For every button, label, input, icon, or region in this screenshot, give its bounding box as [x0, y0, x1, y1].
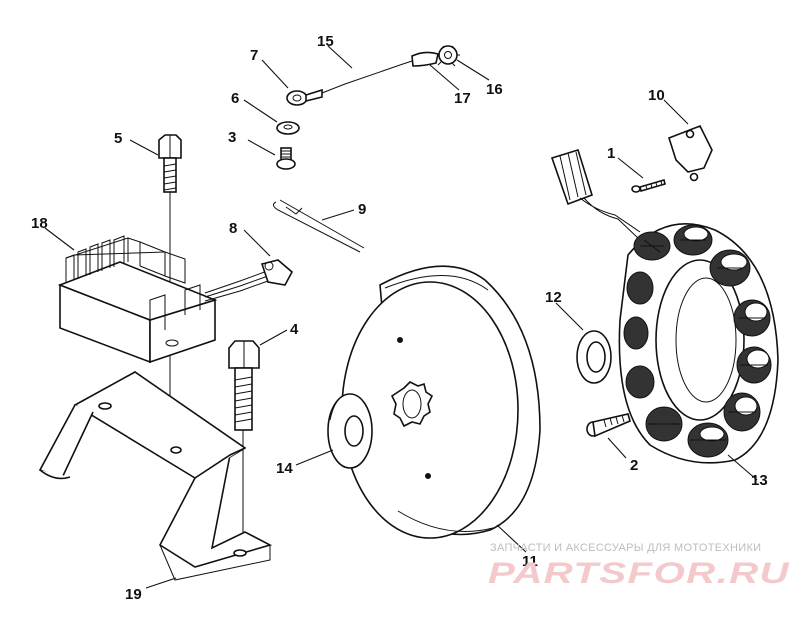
spacer-ring-part-12: [576, 330, 612, 384]
callout-9: 9: [358, 201, 366, 218]
callout-4: 4: [290, 321, 299, 338]
ground-lead-wire: [286, 45, 460, 106]
callout-16: 16: [486, 81, 503, 98]
callout-19: 19: [125, 586, 142, 603]
callout-11: 11: [522, 553, 538, 570]
bolt-part-4: [228, 340, 260, 556]
callout-8: 8: [229, 220, 237, 237]
watermark-tagline: ЗАПЧАСТИ И АКСЕССУАРЫ ДЛЯ МОТОТЕХНИКИ: [490, 542, 761, 554]
screw-part-2: [586, 413, 631, 438]
callout-1: 1: [607, 145, 615, 162]
flywheel-part-11: [341, 265, 541, 539]
mounting-bracket-part-19: [38, 371, 273, 581]
callout-7: 7: [250, 47, 258, 64]
rectifier-regulator-part-18: [57, 235, 294, 364]
callout-13: 13: [751, 472, 768, 489]
callout-15: 15: [317, 33, 334, 50]
screw-part-3: [276, 147, 296, 170]
callout-12: 12: [545, 289, 562, 306]
key-part-9: [272, 199, 365, 253]
callout-5: 5: [114, 130, 122, 147]
washer-part-6: [276, 121, 300, 135]
callout-3: 3: [228, 129, 236, 146]
stator-part-13: [550, 149, 779, 464]
screw-part-1: [631, 178, 666, 193]
callout-10: 10: [648, 87, 665, 104]
callout-14: 14: [276, 460, 293, 477]
callout-labels: 1 2 3 4 5 6 7 8 9 10 11 12 13 14 15 16 1…: [31, 33, 768, 603]
callout-6: 6: [231, 90, 239, 107]
hub-washer-part-14: [327, 393, 373, 469]
watermark: ЗАПЧАСТИ И АКСЕССУАРЫ ДЛЯ МОТОТЕХНИКИ PA…: [488, 542, 790, 590]
clamp-part-10: [668, 124, 713, 182]
callout-17: 17: [454, 90, 471, 107]
callout-2: 2: [630, 457, 638, 474]
callout-18: 18: [31, 215, 48, 232]
leader-lines: [44, 45, 758, 589]
watermark-logo: PARTSFOR.RU: [488, 557, 790, 590]
